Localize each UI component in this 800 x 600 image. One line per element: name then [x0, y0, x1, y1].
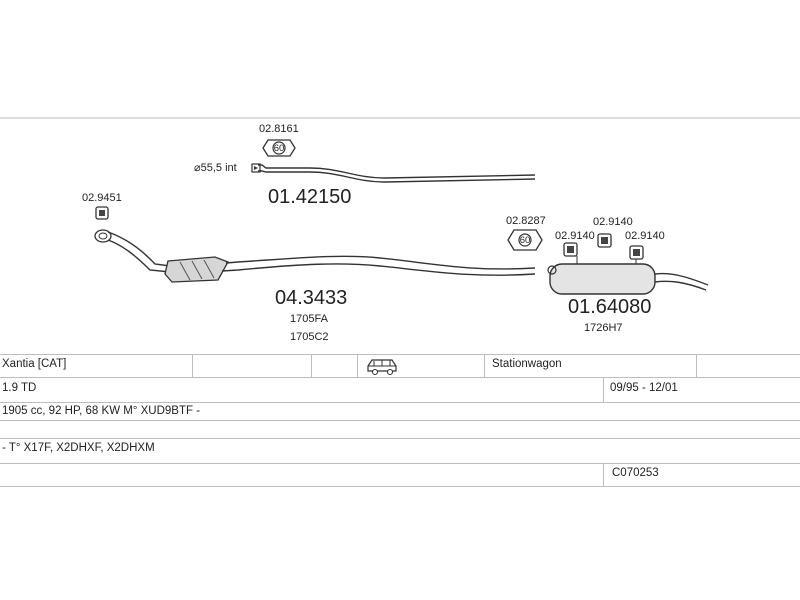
table-line — [0, 354, 800, 355]
table-line — [0, 486, 800, 487]
catalyst-label: 04.3433 — [275, 287, 347, 309]
table-line — [0, 438, 800, 439]
rear-silencer[interactable] — [547, 256, 709, 295]
table-divider — [192, 354, 193, 377]
clamp-rear-label: 02.8287 — [506, 215, 546, 227]
table-line — [0, 463, 800, 464]
station-wagon-car-icon — [367, 359, 397, 376]
table-line — [0, 377, 800, 378]
hanger-left-label: 02.9451 — [82, 192, 122, 204]
hanger-rear-2[interactable] — [597, 233, 612, 248]
vehicle-years: 09/95 - 12/01 — [610, 382, 678, 394]
vehicle-engine: 1.9 TD — [2, 382, 37, 394]
hanger-rear-2-label: 02.9140 — [593, 216, 633, 228]
table-line — [0, 402, 800, 403]
catalyst-ref-1: 1705FA — [290, 313, 329, 325]
clamp-rear[interactable]: 60 — [507, 229, 543, 251]
clamp-rear-badge: 60 — [520, 235, 531, 246]
front-pipe-label: 01.42150 — [268, 186, 351, 208]
table-divider — [603, 463, 604, 486]
table-divider — [484, 354, 485, 377]
vehicle-engine-codes: - T° X17F, X2DHXF, X2DHXM — [2, 442, 155, 454]
hanger-left[interactable] — [95, 206, 109, 220]
table-divider — [357, 354, 358, 377]
hanger-rear-1-label: 02.9140 — [555, 230, 595, 242]
vehicle-model: Xantia [CAT] — [2, 358, 67, 370]
hanger-rear-1[interactable] — [563, 242, 578, 257]
table-divider — [696, 354, 697, 377]
pipe-inlet-label: ⌀55,5 int — [194, 162, 237, 174]
hanger-rear-3-label: 02.9140 — [625, 230, 665, 242]
table-divider — [311, 354, 312, 377]
rear-silencer-label: 01.64080 — [568, 296, 651, 318]
rear-silencer-ref: 1726H7 — [584, 322, 623, 334]
catalog-code: C070253 — [612, 467, 659, 479]
catalyst-pipe[interactable] — [94, 229, 536, 283]
clamp-top-badge: 60 — [274, 143, 285, 154]
table-divider — [603, 377, 604, 402]
vehicle-body-type: Stationwagon — [492, 358, 562, 370]
table-line — [0, 420, 800, 421]
clamp-top-label: 02.8161 — [259, 123, 299, 135]
hanger-rear-3[interactable] — [629, 245, 644, 260]
catalyst-ref-2: 1705C2 — [290, 331, 329, 343]
front-pipe[interactable] — [251, 163, 536, 183]
vehicle-specs: 1905 cc, 92 HP, 68 KW M° XUD9BTF - — [2, 405, 201, 417]
clamp-top[interactable]: 60 — [262, 139, 296, 157]
